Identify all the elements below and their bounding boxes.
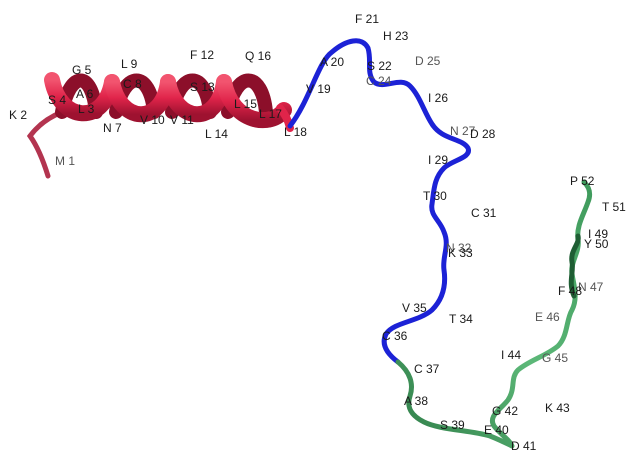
residue-label-c8: C 8 — [123, 77, 142, 91]
residue-label-i29: I 29 — [428, 153, 448, 167]
residue-label-g42: G 42 — [492, 404, 518, 418]
residue-label-n7: N 7 — [103, 121, 122, 135]
residue-label-c37: C 37 — [414, 362, 440, 376]
residue-label-e46: E 46 — [535, 310, 560, 324]
residue-label-v35: V 35 — [402, 301, 427, 315]
residue-label-k2: K 2 — [9, 108, 27, 122]
residue-labels: M 1 K 2 L 3 S 4 G 5 A 6 N 7 C 8 L 9 V 10… — [9, 12, 626, 452]
residue-label-m1: M 1 — [55, 154, 75, 168]
residue-label-c24: C 24 — [366, 74, 392, 88]
residue-label-l9: L 9 — [121, 57, 138, 71]
residue-label-v10: V 10 — [140, 113, 165, 127]
residue-label-n32: N 32 — [446, 241, 472, 255]
residue-label-f12: F 12 — [190, 48, 214, 62]
residue-label-d25: D 25 — [415, 54, 441, 68]
residue-label-l18: L 18 — [284, 125, 307, 139]
residue-label-q16: Q 16 — [245, 49, 271, 63]
residue-label-n47: N 47 — [578, 280, 604, 294]
residue-label-v11: V 11 — [170, 113, 194, 127]
residue-label-k43: K 43 — [545, 401, 570, 415]
blue-coil — [287, 38, 471, 365]
n-terminal-coil — [26, 109, 65, 179]
residue-label-d28: D 28 — [470, 127, 496, 141]
residue-label-l14: L 14 — [205, 127, 228, 141]
residue-label-a38: A 38 — [404, 394, 428, 408]
residue-label-p52: P 52 — [570, 174, 595, 188]
residue-label-s4: S 4 — [48, 93, 66, 107]
residue-label-g5: G 5 — [72, 63, 92, 77]
residue-label-v19: V 19 — [306, 82, 331, 96]
residue-label-f48: F 48 — [558, 284, 582, 298]
residue-label-c31: C 31 — [471, 206, 497, 220]
residue-label-n27: N 27 — [450, 124, 476, 138]
residue-label-t34: T 34 — [449, 312, 473, 326]
alpha-helix — [44, 72, 294, 132]
residue-label-g45: G 45 — [542, 351, 568, 365]
residue-label-l17: L 17 — [259, 107, 282, 121]
residue-label-i26: I 26 — [428, 91, 448, 105]
residue-label-l3: L 3 — [78, 102, 95, 116]
residue-label-c36: C 36 — [382, 329, 408, 343]
residue-label-s22: S 22 — [367, 59, 392, 73]
residue-label-h23: H 23 — [383, 29, 409, 43]
residue-label-i49: I 49 — [588, 227, 608, 241]
residue-label-t51: T 51 — [602, 200, 626, 214]
residue-label-i44: I 44 — [501, 348, 521, 362]
residue-label-s39: S 39 — [440, 418, 465, 432]
residue-label-s13: S 13 — [190, 80, 215, 94]
residue-label-a20: A 20 — [320, 55, 344, 69]
residue-label-l15: L 15 — [234, 97, 257, 111]
residue-label-f21: F 21 — [355, 12, 379, 26]
residue-label-k33: K 33 — [448, 246, 473, 260]
residue-label-t30: T 30 — [423, 189, 447, 203]
green-coil-dark-segment — [568, 233, 581, 299]
residue-label-e40: E 40 — [484, 423, 509, 437]
residue-label-d41: D 41 — [511, 439, 537, 452]
residue-label-y50: Y 50 — [584, 237, 609, 251]
residue-label-a6: A 6 — [76, 87, 94, 101]
